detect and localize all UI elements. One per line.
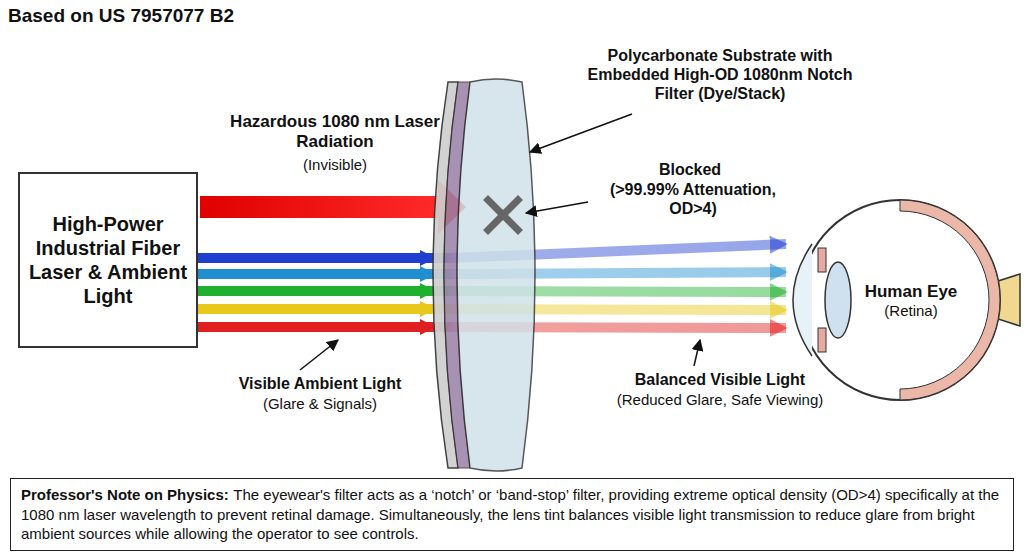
filter-lens [433,79,535,471]
blocked-label: Blocked [600,160,780,179]
node-text: Human Eye [865,282,958,302]
eye-node: Human Eye(Retina) [788,200,1012,400]
leader-lines [300,114,700,370]
balanced-sublabel: (Reduced Glare, Safe Viewing) [580,391,860,409]
laser-label: Hazardous 1080 nm Laser Radiation [230,112,440,153]
laser-beam-arrow [200,180,466,234]
attenuation-label: (>99.99% Attenuation, OD>4) [588,180,798,218]
lens-callout: Polycarbonate Substrate with Embedded Hi… [580,46,860,104]
balanced-label: Balanced Visible Light [580,370,860,389]
eye-illustration [793,200,1020,400]
title: Based on US 7957077 B2 [8,5,234,27]
blocked-x-mark [488,200,518,230]
node-text: High-Power Industrial Fiber Laser & Ambi… [28,212,188,308]
note-heading: Professor's Note on Physics: [21,486,229,503]
source-box: High-Power Industrial Fiber Laser & Ambi… [18,172,198,348]
node-text: (Retina) [884,302,937,319]
ambient-label: Visible Ambient Light [200,374,440,393]
ambient-sublabel: (Glare & Signals) [200,395,440,413]
laser-sublabel: (Invisible) [230,156,440,174]
note-box: Professor's Note on Physics:The eyewear'… [10,478,1014,551]
